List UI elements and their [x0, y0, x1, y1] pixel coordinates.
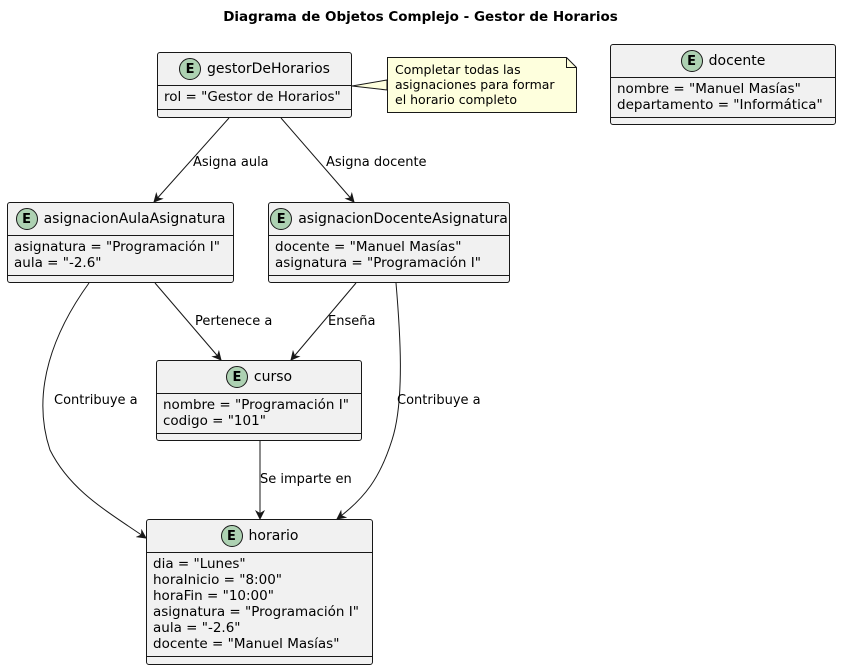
- entity-icon: E: [680, 50, 703, 72]
- entity-attribute: codigo = "101": [163, 413, 266, 429]
- edge-label: Enseña: [328, 314, 376, 329]
- entity-icon: E: [225, 366, 248, 388]
- entity-name: curso: [253, 369, 293, 385]
- note-line: asignaciones para formar: [395, 77, 555, 92]
- note-line: Completar todas las: [395, 62, 521, 77]
- entity-attribute: horaFin = "10:00": [153, 588, 274, 604]
- edge-label: Contribuye a: [54, 393, 138, 408]
- edge-label: Asigna aula: [193, 155, 269, 170]
- entity-attribute: docente = "Manuel Masías": [275, 239, 462, 255]
- diagram-title: Diagrama de Objetos Complejo - Gestor de…: [223, 9, 618, 25]
- entity-attribute: dia = "Lunes": [153, 556, 246, 572]
- entity-attribute: aula = "-2.6": [14, 255, 102, 271]
- edge-label: Contribuye a: [397, 393, 481, 408]
- edge-gestor-aula: [153, 117, 230, 203]
- entity-name: asignacionDocenteAsignatura: [298, 211, 508, 227]
- entity-icon: E: [15, 208, 38, 230]
- entity-name: horario: [248, 528, 299, 544]
- edge-gestor-docente: [280, 117, 355, 203]
- edge-label: Se imparte en: [260, 472, 352, 487]
- entity-attribute: horaInicio = "8:00": [153, 572, 282, 588]
- edge-aula-horario: [42, 282, 147, 539]
- entity-attribute: aula = "-2.6": [153, 620, 241, 636]
- entity-icon: E: [270, 208, 293, 230]
- entity-attribute: docente = "Manuel Masías": [153, 636, 340, 652]
- note-line: el horario completo: [395, 92, 518, 107]
- edge-label: Asigna docente: [326, 155, 427, 170]
- entity-name: gestorDeHorarios: [207, 61, 330, 77]
- edge-docente-curso: [290, 282, 357, 361]
- edge-docente-horario: [336, 282, 401, 520]
- entity-attribute: asignatura = "Programación I": [275, 255, 481, 271]
- entity-icon: E: [220, 525, 243, 547]
- note-shape: [387, 57, 577, 113]
- edge-label: Pertenece a: [195, 314, 273, 329]
- entity-name: asignacionAulaAsignatura: [43, 211, 226, 227]
- note-connector: [351, 79, 388, 91]
- entity-attribute: rol = "Gestor de Horarios": [164, 89, 341, 105]
- note: Completar todas las asignaciones para fo…: [387, 57, 577, 113]
- edge-aula-curso: [154, 282, 222, 361]
- entity-icon: E: [179, 58, 202, 80]
- entity-attribute: asignatura = "Programación I": [153, 604, 359, 620]
- entity-attribute: asignatura = "Programación I": [14, 239, 220, 255]
- entity-name: docente: [708, 53, 766, 69]
- entity-attribute: nombre = "Manuel Masías": [617, 81, 801, 97]
- entity-attribute: departamento = "Informática": [617, 97, 823, 113]
- entity-attribute: nombre = "Programación I": [163, 397, 349, 413]
